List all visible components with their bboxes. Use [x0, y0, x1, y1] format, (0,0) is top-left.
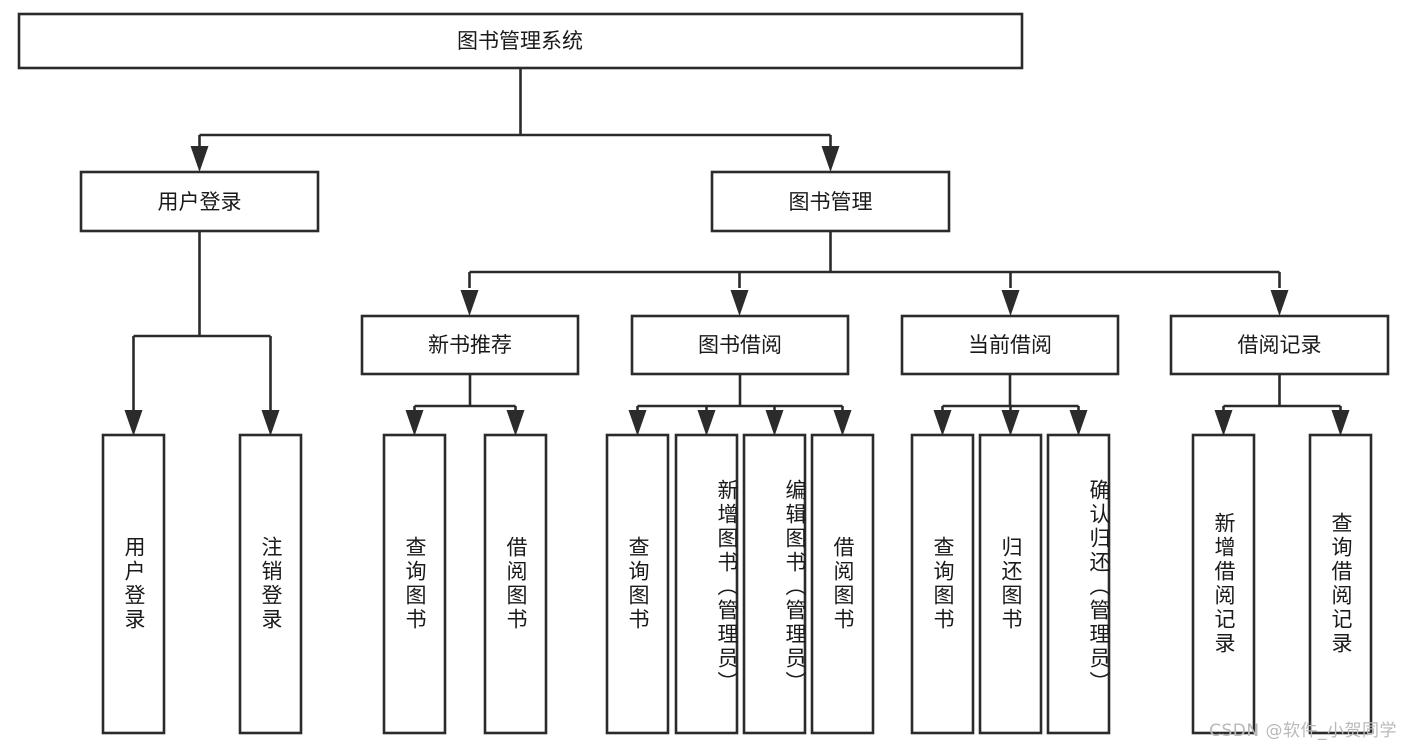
leaf-box-user-login-2[interactable]: [238, 433, 303, 735]
arrow-newbook-leaf-2: [506, 410, 525, 436]
book-borrow-box: [630, 314, 850, 376]
arrow-to-borrow-record: [1270, 290, 1289, 316]
leaf-box-book-borrow-4[interactable]: [810, 433, 875, 735]
arrow-to-user-login: [190, 146, 209, 172]
arrow-userlogin-leaf-2: [261, 410, 280, 436]
user-login-label: 用户登录: [158, 190, 242, 214]
leaf-box-current-borrow-3[interactable]: [1046, 433, 1111, 735]
root-box: [17, 12, 1024, 70]
arrow-currentborrow-leaf-1: [933, 410, 952, 436]
leaf-box-borrow-record-2[interactable]: [1308, 433, 1373, 735]
leaf-box-current-borrow-1[interactable]: [910, 433, 975, 735]
book-manage-box: [710, 170, 951, 233]
current-borrow-box: [900, 314, 1120, 376]
leaf-box-book-borrow-3[interactable]: [742, 433, 807, 735]
leaf-box-borrow-record-1[interactable]: [1191, 433, 1256, 735]
root-label: 图书管理系统: [457, 29, 583, 53]
node-borrow-record[interactable]: 借阅记录: [1169, 314, 1390, 376]
node-user-login[interactable]: 用户登录: [79, 170, 320, 233]
arrow-to-new-book: [460, 290, 479, 316]
arrow-to-book-manage: [821, 146, 840, 172]
arrow-newbook-leaf-1: [405, 410, 424, 436]
node-new-book-recommend[interactable]: 新书推荐: [360, 314, 580, 376]
arrow-borrowrecord-leaf-2: [1331, 410, 1350, 436]
new-book-recommend-label: 新书推荐: [428, 333, 512, 357]
current-borrow-label: 当前借阅: [968, 333, 1052, 357]
leaf-box-new-book-2[interactable]: [483, 433, 548, 735]
arrow-currentborrow-leaf-2: [1001, 410, 1020, 436]
borrow-record-box: [1169, 314, 1390, 376]
borrow-record-label: 借阅记录: [1238, 333, 1322, 357]
book-borrow-label: 图书借阅: [698, 333, 782, 357]
arrow-borrowrecord-leaf-1: [1214, 410, 1233, 436]
node-book-manage[interactable]: 图书管理: [710, 170, 951, 233]
node-root[interactable]: 图书管理系统: [17, 12, 1024, 70]
leaf-box-book-borrow-1[interactable]: [605, 433, 670, 735]
arrow-userlogin-leaf-1: [124, 410, 143, 436]
node-current-borrow[interactable]: 当前借阅: [900, 314, 1120, 376]
arrow-currentborrow-leaf-3: [1069, 410, 1088, 436]
leaf-box-new-book-1[interactable]: [382, 433, 447, 735]
node-book-borrow[interactable]: 图书借阅: [630, 314, 850, 376]
arrow-bookborrow-leaf-2: [697, 410, 716, 436]
arrow-bookborrow-leaf-3: [765, 410, 784, 436]
new-book-recommend-box: [360, 314, 580, 376]
leaf-box-current-borrow-2[interactable]: [978, 433, 1043, 735]
leaf-box-user-login-1[interactable]: [101, 433, 166, 735]
arrow-to-book-borrow: [730, 290, 749, 316]
leaf-box-book-borrow-2[interactable]: [674, 433, 739, 735]
csdn-watermark: CSDN @软件_小贺同学: [1209, 721, 1397, 741]
book-manage-label: 图书管理: [789, 190, 873, 214]
arrow-to-current-borrow: [1001, 290, 1020, 316]
arrow-bookborrow-leaf-4: [833, 410, 852, 436]
arrow-bookborrow-leaf-1: [628, 410, 647, 436]
